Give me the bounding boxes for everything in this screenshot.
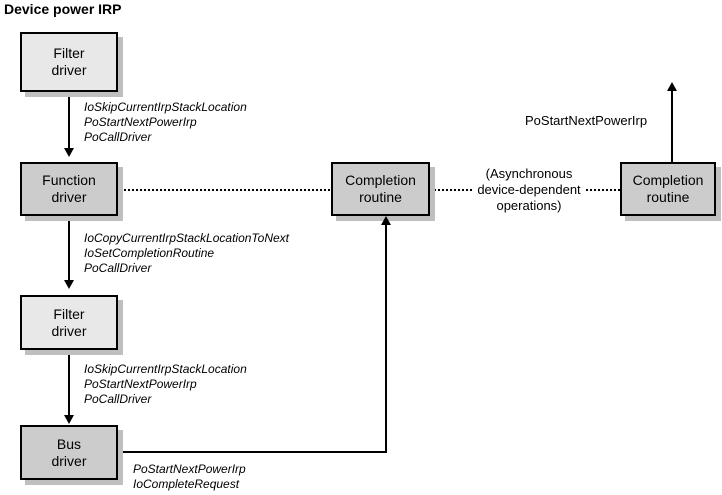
edge-label-bus-to-completion: PoStartNextPowerIrp IoCompleteRequest (133, 462, 246, 491)
node-label: Completion routine (632, 172, 704, 205)
arrowhead-down (64, 148, 74, 157)
node-function-driver[interactable]: Function driver (20, 162, 118, 216)
page-title: Device power IRP (4, 1, 122, 17)
node-completion-routine-right[interactable]: Completion routine (620, 162, 716, 216)
edge-function-to-completion-dotted (120, 189, 332, 191)
edge-label-filter-to-function: IoSkipCurrentIrpStackLocation PoStartNex… (84, 100, 247, 144)
arrowhead-down (64, 280, 74, 289)
edge-label-filter-to-bus: IoSkipCurrentIrpStackLocation PoStartNex… (84, 362, 247, 406)
node-completion-routine-left[interactable]: Completion routine (331, 162, 430, 216)
edge-bus-to-completion-horizontal (118, 451, 387, 453)
edge-function-to-filter-bottom (68, 216, 70, 280)
arrowhead-up (381, 216, 391, 225)
node-filter-driver-top[interactable]: Filter driver (20, 32, 118, 92)
edge-label-function-to-filter: IoCopyCurrentIrpStackLocationToNext IoSe… (84, 231, 289, 275)
node-label: Bus driver (51, 435, 87, 469)
edge-filter-top-to-function (68, 92, 70, 148)
arrowhead-up (667, 82, 677, 91)
edge-completion-to-note-dotted (434, 189, 472, 191)
edge-note-to-completion-dotted (586, 189, 622, 191)
node-label: Function driver (42, 172, 96, 205)
edge-bus-to-completion-vertical (385, 225, 387, 453)
node-filter-driver-bottom[interactable]: Filter driver (20, 295, 118, 350)
arrowhead-down (64, 415, 74, 424)
node-label: Filter driver (51, 305, 87, 339)
node-bus-driver[interactable]: Bus driver (20, 425, 118, 480)
node-label: Filter driver (51, 45, 87, 78)
edge-label-completion-up: PoStartNextPowerIrp (525, 113, 648, 128)
edge-label-async-note: (Asynchronous device-dependent operation… (477, 166, 581, 213)
edge-filter-bottom-to-bus (68, 350, 70, 415)
node-label: Completion routine (345, 172, 416, 205)
edge-completion-right-up (671, 90, 673, 162)
